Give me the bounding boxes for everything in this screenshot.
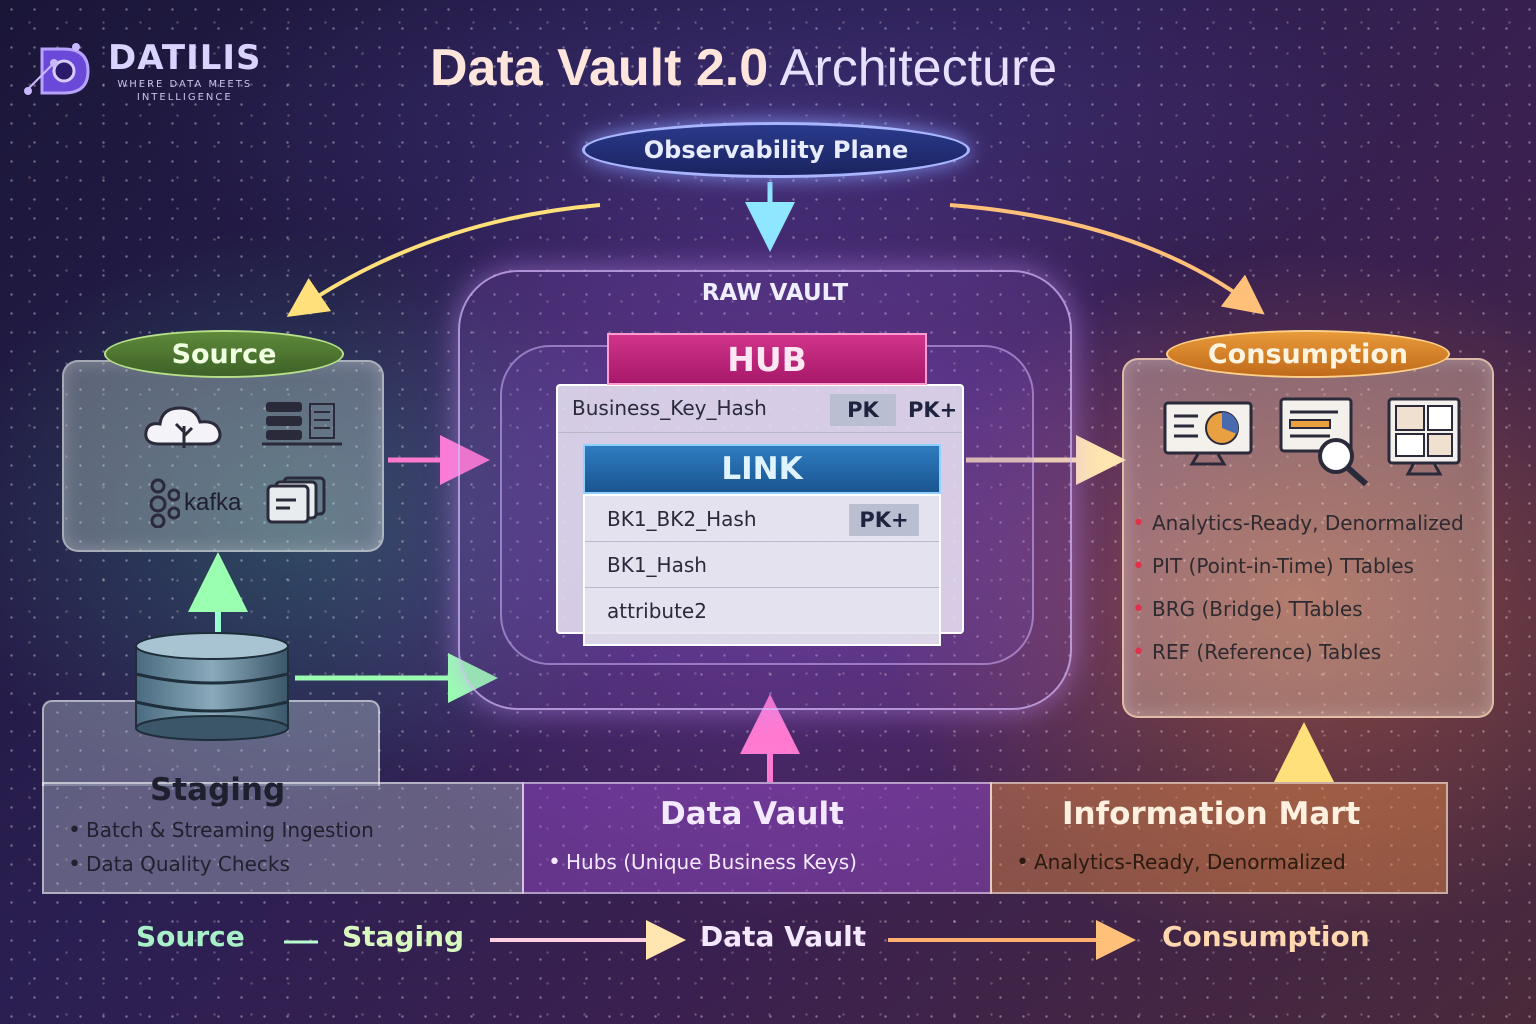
consumption-item: BRG (Bridge) TTables [1132,588,1482,631]
band-information-mart: Information Mart Analytics-Ready, Denorm… [990,782,1448,894]
link-table: BK1_BK2_Hash PK+ BK1_Hash attribute2 [583,494,941,646]
band-staging-title: Staging [150,772,286,808]
staging-database-icon [135,632,289,741]
page-title: Data Vault 2.0 Architecture [430,38,1057,98]
logo: DATILIS WHERE DATA MEETS INTELLIGENCE [24,38,262,104]
consumption-item: PIT (Point-in-Time) TTables [1132,545,1482,588]
link-row: BK1_BK2_Hash [585,496,939,542]
kafka-label: kafka [184,489,242,516]
link-pk-badge: PK+ [849,504,919,536]
hub-pk-badge: PK [830,394,896,426]
raw-vault-label: RAW VAULT [701,280,849,306]
consumption-list: Analytics-Ready, Denormalized PIT (Point… [1132,502,1482,674]
source-panel [62,360,384,552]
band-staging-item: Batch & Streaming Ingestion [68,818,374,843]
hub-business-key: Business_Key_Hash [572,396,767,420]
report-search-icon [1279,397,1368,487]
footer-step-staging: Staging [342,920,465,953]
tiles-dashboard-icon [1387,397,1461,476]
footer-step-data-vault: Data Vault [700,920,867,953]
title-bold: Data Vault 2.0 [430,39,769,97]
cloud-icon [144,406,222,448]
files-stack-icon [266,476,326,524]
band-mart-item: Analytics-Ready, Denormalized [1016,850,1346,875]
dashboard-pie-icon [1163,401,1253,466]
link-row-text: BK1_BK2_Hash [607,506,757,531]
consumption-label: Consumption [1166,330,1450,378]
link-row-text: attribute2 [607,599,707,623]
band-data-vault: Data Vault Hubs (Unique Business Keys) [522,782,992,894]
logo-tagline-2: INTELLIGENCE [136,92,233,103]
footer-step-source: Source [136,920,245,953]
band-vault-title: Data Vault [660,796,844,832]
link-row: BK1_Hash [585,542,939,588]
footer-step-consumption: Consumption [1162,920,1370,953]
hub-header: HUB [607,333,927,385]
title-light: Architecture [779,39,1058,97]
kafka-icon [149,478,180,528]
hub-pk-plus-badge: PK+ [908,398,958,422]
database-server-icon [262,402,342,446]
band-mart-title: Information Mart [1062,796,1361,832]
consumption-item: Analytics-Ready, Denormalized [1132,502,1482,545]
link-row-text: BK1_Hash [607,552,707,577]
link-header: LINK [583,444,941,494]
kafka-logo: kafka [146,478,241,528]
band-staging: Staging Batch & Streaming Ingestion Data… [42,772,524,894]
band-staging-item: Data Quality Checks [68,852,290,877]
source-label: Source [104,330,344,378]
link-row: attribute2 [585,588,939,634]
band-vault-item: Hubs (Unique Business Keys) [548,850,857,875]
logo-tagline-1: WHERE DATA MEETS [117,79,253,90]
logo-name: DATILIS [108,38,262,78]
consumption-item: REF (Reference) Tables [1132,631,1482,674]
observability-plane: Observability Plane [582,122,970,178]
logo-mark-icon [24,43,90,95]
